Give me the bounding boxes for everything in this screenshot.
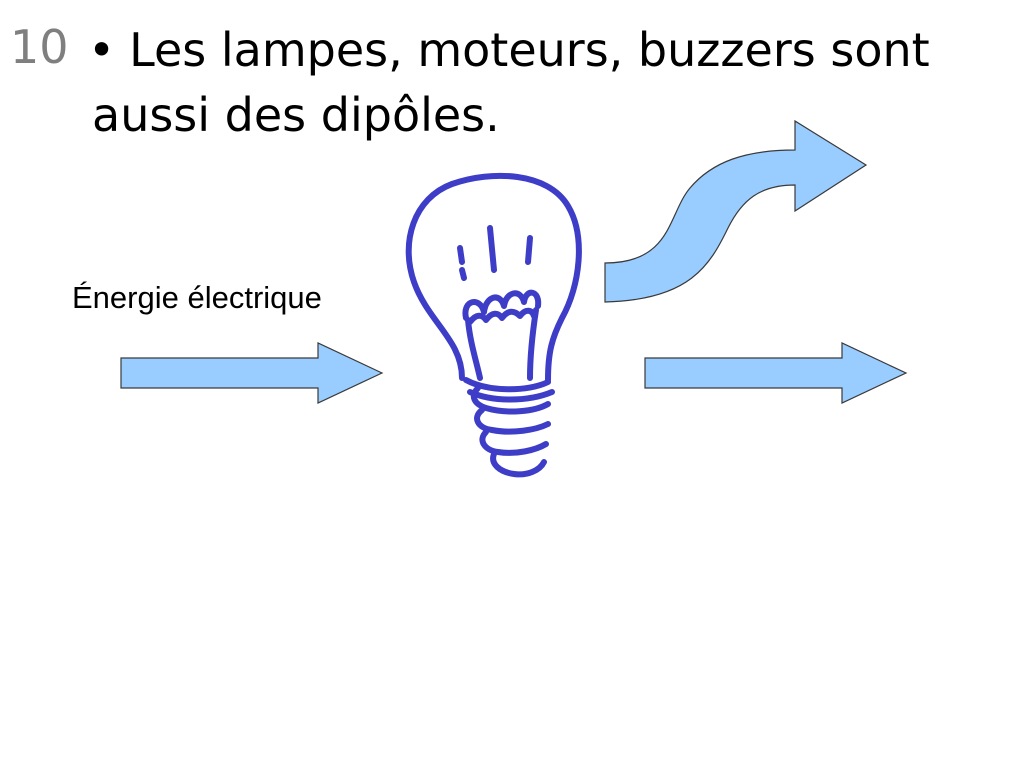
bullet-line-1: •Les lampes, moteurs, buzzers sont bbox=[88, 18, 1018, 83]
bullet-line-1-text: Les lampes, moteurs, buzzers sont bbox=[129, 23, 930, 77]
curved-output-arrow bbox=[604, 119, 868, 303]
input-arrow bbox=[120, 342, 384, 404]
input-energy-label: Énergie électrique bbox=[72, 280, 322, 315]
bullet-text: •Les lampes, moteurs, buzzers sont aussi… bbox=[88, 18, 1018, 148]
bullet-glyph: • bbox=[88, 23, 116, 77]
straight-output-arrow bbox=[644, 342, 908, 404]
bullet-line-2: aussi des dipôles. bbox=[92, 88, 500, 142]
slide-number: 10 bbox=[10, 20, 69, 74]
lightbulb-icon bbox=[405, 172, 582, 478]
